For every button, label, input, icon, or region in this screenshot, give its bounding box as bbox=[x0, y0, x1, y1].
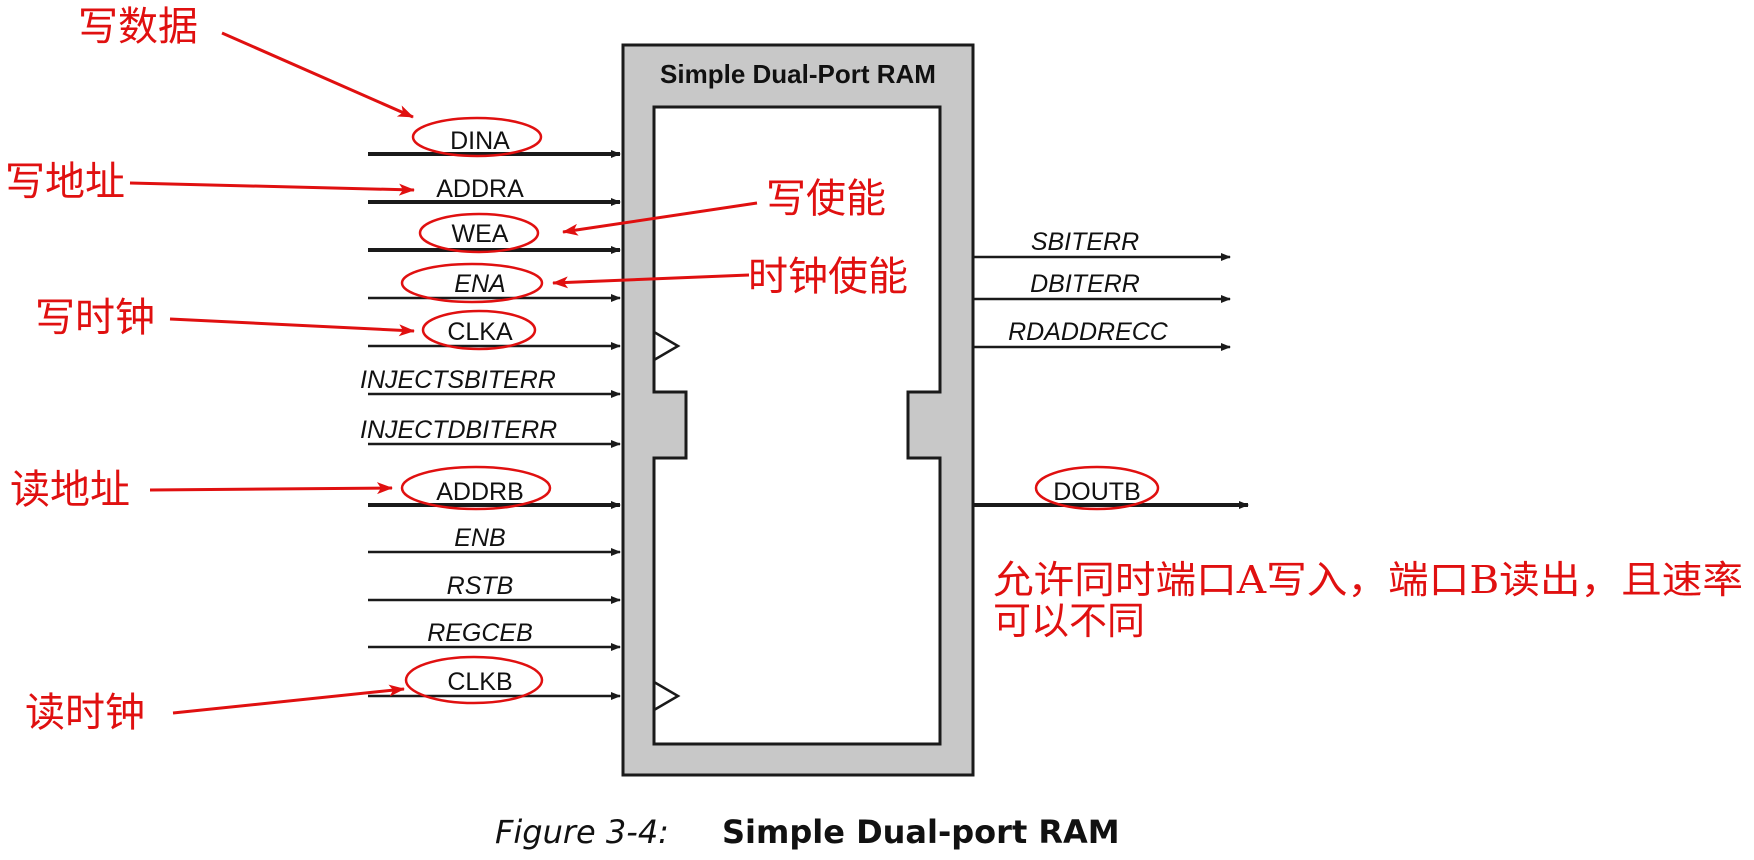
port-injectsbiterr: INJECTSBITERR bbox=[360, 366, 621, 398]
annotation-arrows bbox=[129, 31, 758, 715]
port-label: INJECTSBITERR bbox=[360, 366, 556, 394]
port-ena: ENA bbox=[368, 270, 621, 302]
highlight-ellipse-clka bbox=[421, 309, 537, 351]
port-label: ENA bbox=[454, 270, 505, 298]
port-clkb: CLKB bbox=[368, 668, 621, 700]
clka-triangle-icon bbox=[653, 330, 681, 362]
annotation-write-clock: 写时钟 bbox=[35, 295, 155, 341]
port-label: DINA bbox=[450, 127, 510, 155]
port-label: ENB bbox=[454, 524, 505, 552]
port-clka: CLKA bbox=[368, 318, 621, 350]
clkb-triangle-icon bbox=[653, 680, 681, 712]
highlight-ellipse-clkb bbox=[404, 655, 544, 705]
arrow-read-clock bbox=[172, 684, 405, 715]
port-label: WEA bbox=[452, 220, 509, 248]
port-label: SBITERR bbox=[1031, 228, 1139, 256]
input-ports: DINA ADDRA WEA ENA CLKA INJECTSBITERR IN… bbox=[360, 127, 621, 700]
annotation-note-line2: 可以不同 bbox=[993, 599, 1145, 643]
ram-interior bbox=[652, 105, 942, 746]
port-wea: WEA bbox=[368, 220, 621, 254]
port-label: REGCEB bbox=[427, 619, 533, 647]
port-enb: ENB bbox=[368, 524, 621, 556]
port-addrb: ADDRB bbox=[368, 478, 621, 509]
port-rdaddrecc: RDADDRECC bbox=[973, 318, 1231, 351]
port-addra: ADDRA bbox=[368, 175, 621, 206]
annotation-write-enable: 写使能 bbox=[766, 176, 886, 222]
arrow-write-data bbox=[221, 31, 414, 119]
highlight-ellipse-addrb bbox=[400, 465, 552, 511]
annotation-write-addr: 写地址 bbox=[5, 159, 125, 205]
port-label: RDADDRECC bbox=[1008, 318, 1169, 346]
highlight-marks bbox=[400, 116, 1160, 705]
block-title: Simple Dual-Port RAM bbox=[660, 59, 936, 89]
arrow-write-clock bbox=[169, 317, 415, 337]
port-label: ADDRA bbox=[436, 175, 524, 203]
figure-title: Simple Dual-port RAM bbox=[722, 813, 1120, 851]
port-dbiterr: DBITERR bbox=[973, 270, 1231, 303]
output-ports: SBITERR DBITERR RDADDRECC DOUTB bbox=[973, 228, 1249, 509]
ram-block: Simple Dual-Port RAM bbox=[621, 43, 975, 777]
highlight-ellipse-doutb bbox=[1034, 465, 1160, 511]
arrow-write-addr bbox=[129, 181, 415, 196]
port-label: DBITERR bbox=[1030, 270, 1140, 298]
highlight-ellipse-wea bbox=[418, 212, 540, 254]
port-injectdbiterr: INJECTDBITERR bbox=[360, 416, 621, 448]
annotation-note-line1: 允许同时端口A写入，端口B读出，且速率 bbox=[993, 558, 1743, 602]
port-dina: DINA bbox=[368, 127, 621, 158]
port-regceb: REGCEB bbox=[368, 619, 621, 651]
port-sbiterr: SBITERR bbox=[973, 228, 1231, 261]
highlight-ellipse-dina bbox=[411, 116, 543, 158]
port-label: CLKA bbox=[447, 318, 513, 346]
arrow-write-enable bbox=[562, 201, 758, 236]
port-label: ADDRB bbox=[436, 478, 524, 506]
port-doutb: DOUTB bbox=[973, 478, 1249, 509]
figure-number: Figure 3-4: bbox=[495, 813, 669, 851]
port-label: DOUTB bbox=[1053, 478, 1141, 506]
highlight-ellipse-ena bbox=[400, 262, 544, 304]
annotation-read-addr: 读地址 bbox=[10, 467, 130, 513]
port-label: INJECTDBITERR bbox=[360, 416, 557, 444]
port-rstb: RSTB bbox=[368, 572, 621, 604]
annotation-write-data: 写数据 bbox=[78, 4, 198, 50]
arrow-clock-enable bbox=[552, 273, 750, 289]
port-label: CLKB bbox=[447, 668, 512, 696]
annotation-clock-enable: 时钟使能 bbox=[748, 254, 908, 300]
annotation-read-clock: 读时钟 bbox=[25, 690, 145, 736]
arrow-read-addr bbox=[149, 482, 393, 495]
port-label: RSTB bbox=[447, 572, 514, 600]
